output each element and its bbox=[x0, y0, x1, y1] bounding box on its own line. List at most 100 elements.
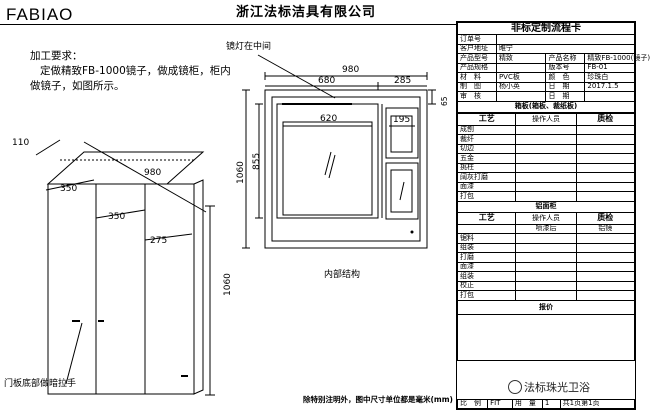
proc-header-row: 工艺 操作人员 质检 bbox=[456, 211, 636, 225]
inner-structure-view bbox=[242, 54, 436, 249]
proc-step-row: 面漆 bbox=[456, 181, 636, 192]
proc-header: 操作人员 bbox=[515, 211, 577, 225]
proc-header: 质检 bbox=[575, 112, 636, 126]
inner-dim-680: 680 bbox=[318, 76, 336, 86]
info-value: PVC板 bbox=[495, 72, 547, 83]
step-name: 校正 bbox=[456, 280, 517, 291]
step-name: 切边 bbox=[456, 143, 517, 154]
proc-step-row: 切边 bbox=[456, 143, 636, 154]
step-name: 裁纤 bbox=[456, 134, 517, 145]
inner-dim-1060: 1060 bbox=[236, 161, 246, 184]
info-value bbox=[584, 91, 635, 102]
watermark: 法标珠光卫浴 bbox=[524, 381, 590, 394]
card-title: 非标定制流程卡 bbox=[457, 22, 635, 35]
info-label: 产品规格 bbox=[457, 62, 497, 73]
step-name: 打包 bbox=[456, 290, 517, 301]
proc-header: 工艺 bbox=[456, 211, 517, 225]
inner-dim-width: 980 bbox=[342, 65, 360, 75]
sub-header: 喷漆后 bbox=[515, 223, 577, 234]
lamp-label: 镜灯在中间 bbox=[226, 42, 272, 52]
info-label: 产品名称 bbox=[545, 53, 586, 64]
info-label: 颜 色 bbox=[545, 72, 586, 83]
step-name: 成刨 bbox=[456, 124, 517, 135]
proc-header: 质检 bbox=[575, 211, 636, 225]
info-value: 精致 bbox=[495, 53, 547, 64]
sub-header: 铝镜 bbox=[575, 223, 636, 234]
proc-step-row: 裁纤 bbox=[456, 134, 636, 145]
quote-area bbox=[457, 313, 635, 361]
proc-header: 工艺 bbox=[456, 112, 517, 126]
info-value: 珍珠白 bbox=[584, 72, 635, 83]
company-logo: FABIAO bbox=[6, 5, 74, 24]
info-label: 日 期 bbox=[545, 81, 586, 92]
front-dim-door3: 275 bbox=[150, 236, 168, 246]
step-name: 打磨 bbox=[456, 252, 517, 263]
info-value: 2017.1.5 bbox=[584, 81, 635, 92]
step-name: 五金 bbox=[456, 153, 517, 164]
inner-dim-65: 65 bbox=[440, 96, 449, 106]
info-value: FB-01 bbox=[584, 62, 635, 73]
proc-step-row: 打磨 bbox=[456, 252, 636, 263]
proc-step-row: 打包 bbox=[456, 290, 636, 301]
front-dim-door2: 350 bbox=[108, 212, 126, 222]
info-value bbox=[495, 91, 547, 102]
card-footer-row: 比 例 FIT 用 量 1 共1页第1页 bbox=[456, 398, 636, 409]
info-label: 材 料 bbox=[457, 72, 497, 83]
requirements-title: 加工要求： bbox=[30, 50, 83, 62]
info-label: 版本号 bbox=[545, 62, 586, 73]
proc-step-row: 锯料 bbox=[456, 233, 636, 244]
info-value: 精致FB-1000(镜子) bbox=[584, 53, 650, 64]
info-label: 产品型号 bbox=[457, 53, 497, 64]
info-value: 杨小英 bbox=[495, 81, 547, 92]
proc-header: 操作人员 bbox=[515, 112, 577, 126]
step-name: 组装 bbox=[456, 242, 517, 253]
step-name: 挑柱 bbox=[456, 162, 517, 173]
info-label: 制 图 bbox=[457, 81, 497, 92]
card-info-row: 订单号 bbox=[457, 34, 636, 45]
footer-cell: 用 量 bbox=[511, 398, 543, 409]
footer-cell: 比 例 bbox=[456, 398, 489, 409]
section2-title: 铝面柜 bbox=[457, 200, 635, 213]
info-label: 日 期 bbox=[545, 91, 586, 102]
inner-dim-285: 285 bbox=[394, 76, 412, 86]
footer-cell: FIT bbox=[487, 398, 513, 409]
info-value bbox=[495, 62, 547, 73]
wechat-icon bbox=[508, 380, 522, 394]
step-name: 面漆 bbox=[456, 261, 517, 272]
step-name: 锯料 bbox=[456, 233, 517, 244]
proc-step-row: 成刨 bbox=[456, 124, 636, 135]
info-label: 订单号 bbox=[457, 34, 497, 45]
inner-dim-620: 620 bbox=[320, 114, 338, 124]
card-info-row: 审 核日 期 bbox=[457, 91, 635, 102]
front-dim-depth: 110 bbox=[12, 138, 30, 148]
inner-dim-855: 855 bbox=[252, 152, 262, 170]
front-dim-height: 1060 bbox=[223, 273, 233, 296]
process-card: 非标定制流程卡 订单号 客户地址睢宁 产品型号精致产品名称精致FB-1000(镜… bbox=[456, 21, 650, 410]
front-view-cabinet bbox=[35, 139, 215, 396]
footer-note: 除特别注明外，图中尺寸单位都是毫米(mm) bbox=[303, 395, 453, 404]
company-name: 浙江法标洁具有限公司 bbox=[236, 5, 377, 20]
info-label: 客户地址 bbox=[457, 43, 497, 54]
header-rule bbox=[0, 24, 458, 25]
section1-title: 箱板(箱板、裁纸板) bbox=[457, 100, 635, 113]
step-name: 组装 bbox=[456, 271, 517, 282]
proc-step-row: 阔灰打磨 bbox=[456, 172, 636, 183]
inner-dim-195: 195 bbox=[393, 115, 411, 125]
step-name: 面漆 bbox=[456, 181, 517, 192]
proc-step-row: 校正 bbox=[456, 280, 636, 291]
info-value: 睢宁 bbox=[495, 43, 636, 54]
proc-step-row: 组装 bbox=[456, 271, 636, 282]
proc-step-row: 五金 bbox=[456, 153, 636, 164]
proc-step-row: 组装 bbox=[456, 242, 636, 253]
inner-caption: 内部结构 bbox=[324, 270, 361, 280]
info-value bbox=[495, 34, 636, 45]
card-info-row: 产品型号精致产品名称精致FB-1000(镜子) bbox=[457, 53, 650, 64]
info-label: 审 核 bbox=[457, 91, 497, 102]
proc-subheader-row: 喷漆后铝镜 bbox=[456, 223, 636, 234]
front-note: 门板底部做暗拉手 bbox=[4, 379, 77, 389]
quote-label: 报价 bbox=[457, 299, 635, 315]
